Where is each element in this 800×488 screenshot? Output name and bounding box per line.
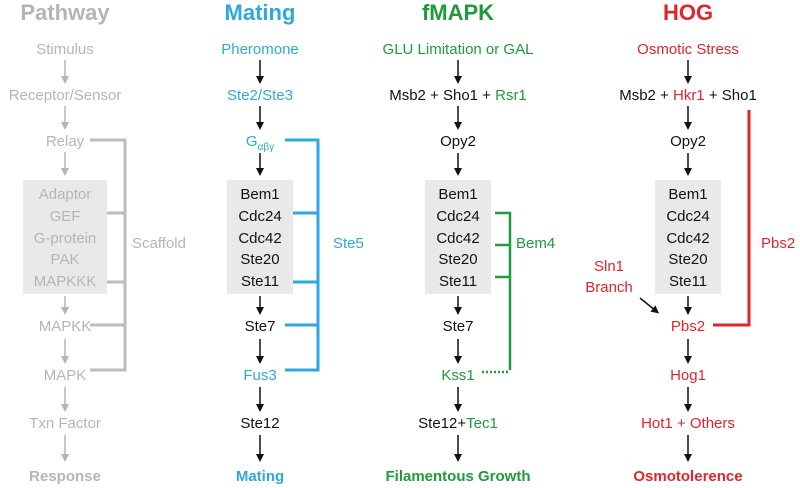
fmapk-bem1: Bem1 [438,186,477,203]
hog-ste20: Ste20 [668,251,707,268]
label-txn-factor: Txn Factor [29,415,101,432]
scaffold-bracket [90,138,127,372]
hog-ste11: Ste11 [669,273,707,290]
mating-response: Mating [236,468,284,485]
label-stimulus: Stimulus [36,41,94,58]
mating-txn: Ste12 [240,415,279,432]
label-relay: Relay [46,133,85,150]
hog-cdc42: Cdc42 [666,230,709,247]
scaffold-label: Scaffold [132,235,186,252]
header-fmapk: fMAPK [422,0,494,25]
label-response: Response [29,468,101,485]
hog-sensor-msb2: Msb2 + [619,87,673,104]
hog-sln1-branch-line1: Sln1 [594,258,624,275]
mating-receptor: Ste2/Ste3 [227,87,293,104]
label-pak: PAK [51,251,80,268]
label-mapkkk: MAPKKK [34,273,97,290]
mating-ste20: Ste20 [240,251,279,268]
hog-mapk: Hog1 [670,367,706,384]
mating-scaffold-label: Ste5 [333,235,364,252]
fmapk-module-box [425,180,491,294]
mating-relay-subscript: αβγ [258,142,275,153]
hog-bem1: Bem1 [668,186,707,203]
hog-module-box [655,180,721,294]
mating-scaffold-bracket [285,138,320,372]
mating-mapk: Fus3 [243,367,276,384]
hog-sln1-branch-arrow [639,297,660,314]
fmapk-txn: Ste12+Tec1 [418,415,498,432]
mating-relay: Gαβγ [246,133,274,153]
label-receptor-sensor: Receptor/Sensor [9,87,122,104]
fmapk-ste20: Ste20 [438,251,477,268]
hog-bypass-pbs2-label: Pbs2 [761,235,795,252]
hog-response: Osmotolerence [633,468,742,485]
mating-stimulus: Pheromone [221,41,299,58]
hog-txn: Hot1 + Others [641,415,735,432]
hog-stimulus: Osmotic Stress [637,41,739,58]
mating-relay-base: G [246,133,258,150]
header-hog: HOG [663,0,713,25]
mating-module-box [227,180,293,294]
fmapk-cdc24: Cdc24 [436,208,479,225]
label-mapkk: MAPKK [39,318,92,335]
fmapk-response: Filamentous Growth [385,468,530,485]
mating-bem1: Bem1 [240,186,279,203]
fmapk-scaffold-label: Bem4 [516,235,555,252]
mating-cdc24: Cdc24 [238,208,281,225]
hog-sensor: Msb2 + Hkr1 + Sho1 [619,87,757,104]
fmapk-relay: Opy2 [440,133,476,150]
hog-sensor-sho1: + Sho1 [705,87,757,104]
fmapk-stimulus: GLU Limitation or GAL [383,41,534,58]
mating-ste11: Ste11 [241,273,279,290]
mating-cdc42: Cdc42 [238,230,281,247]
hog-cdc24: Cdc24 [666,208,709,225]
fmapk-sensor-rsr1: Rsr1 [495,87,527,104]
pathway-module-box [23,180,107,294]
label-gef: GEF [50,208,81,225]
hog-mapkk: Pbs2 [671,318,705,335]
fmapk-txn-ste12: Ste12+ [418,415,466,432]
header-mating: Mating [225,0,296,25]
fmapk-txn-tec1: Tec1 [466,415,498,432]
fmapk-mapk: Kss1 [441,367,474,384]
fmapk-sensor: Msb2 + Sho1 + Rsr1 [389,87,527,104]
mating-ste7: Ste7 [245,318,276,335]
fmapk-cdc42: Cdc42 [436,230,479,247]
hog-sln1-branch-line2: Branch [585,279,633,296]
label-g-protein: G-protein [34,230,97,247]
label-adaptor: Adaptor [39,186,92,203]
fmapk-ste7: Ste7 [443,318,474,335]
fmapk-ste11: Ste11 [439,273,477,290]
hog-bypass-bracket [713,110,751,327]
fmapk-scaffold-bracket [495,211,512,370]
fmapk-sensor-msb2-sho1: Msb2 + Sho1 + [389,87,495,104]
header-pathway: Pathway [20,0,110,25]
hog-sensor-hkr1: Hkr1 [673,87,705,104]
label-mapk: MAPK [44,367,87,384]
hog-relay: Opy2 [670,133,706,150]
